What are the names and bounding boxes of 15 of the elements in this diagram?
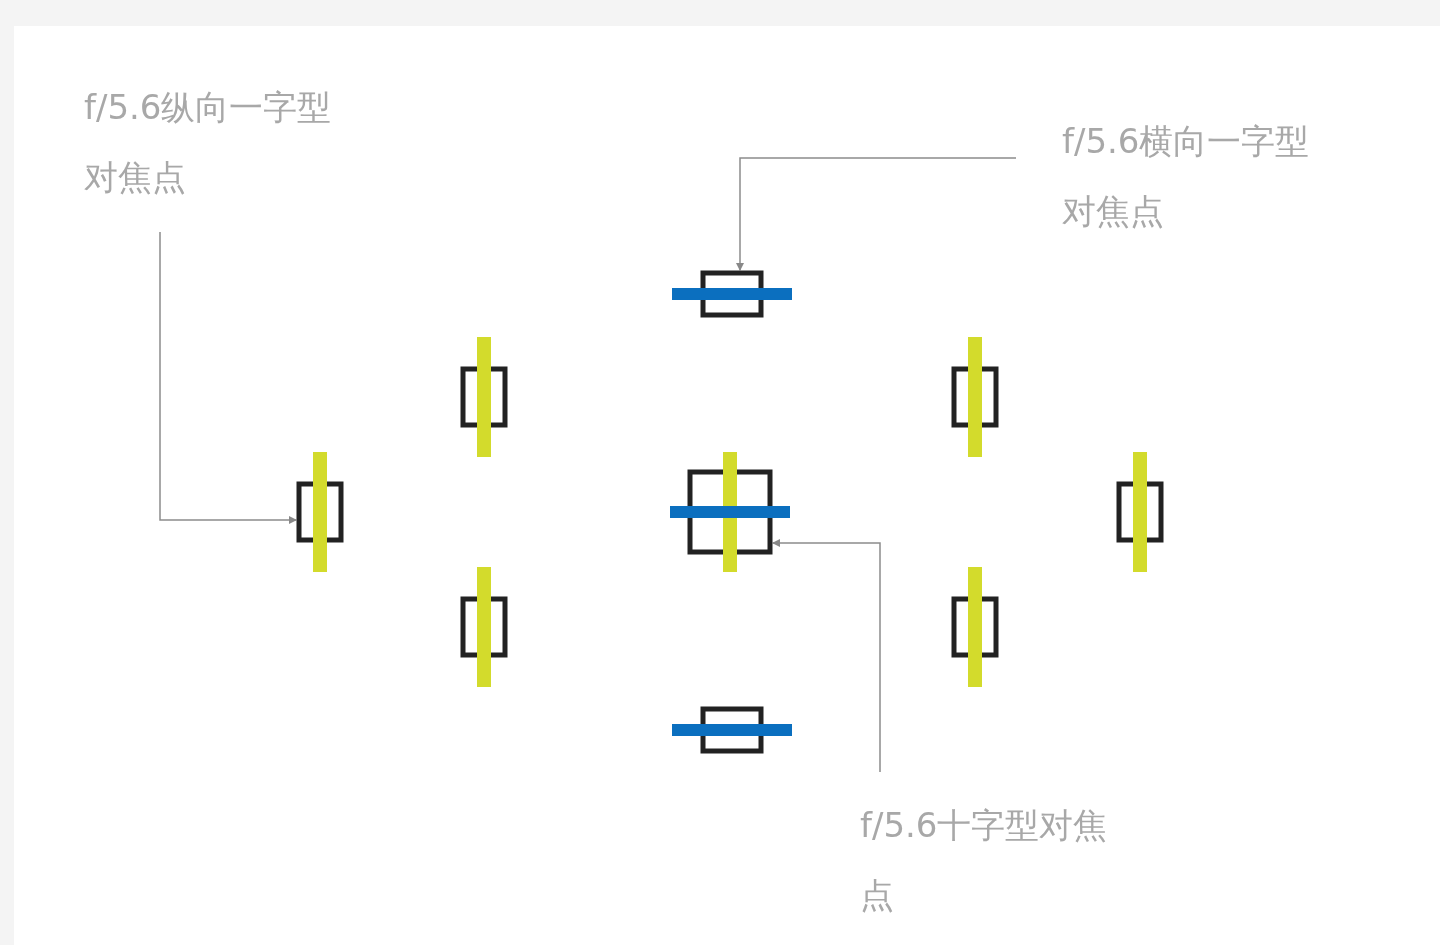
- callout-text: f/5.6纵向一字型对焦点: [84, 72, 346, 212]
- leader-line: [736, 157, 1017, 271]
- focus-point-marker: [951, 567, 999, 687]
- focus-point-marker: [672, 706, 792, 754]
- focus-point-marker: [670, 452, 790, 572]
- callout-text: f/5.6横向一字型对焦点: [1062, 106, 1324, 246]
- focus-point-marker: [460, 337, 508, 457]
- focus-point-marker: [1116, 452, 1164, 572]
- focus-point-marker: [296, 452, 344, 572]
- callout-text: f/5.6十字型对焦点: [860, 790, 1122, 930]
- focus-point-marker: [951, 337, 999, 457]
- focus-point-marker: [460, 567, 508, 687]
- leader-line: [159, 231, 297, 524]
- leader-line: [772, 539, 881, 773]
- focus-point-marker: [672, 270, 792, 318]
